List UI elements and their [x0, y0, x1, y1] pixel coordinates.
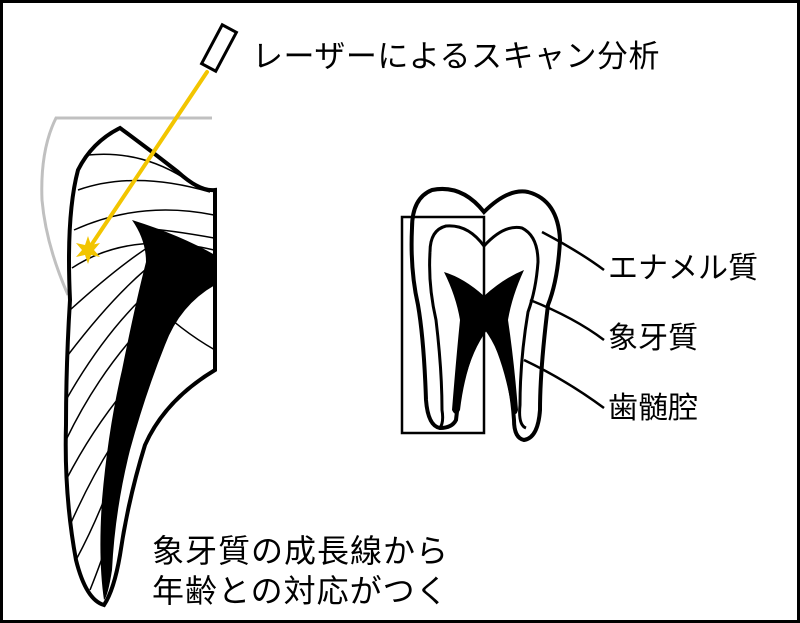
laser-spot-star-icon — [76, 236, 100, 264]
caption-line-2: 年齢との対応がつく — [152, 572, 449, 610]
laser-device — [199, 22, 239, 74]
half-tooth-section — [63, 22, 239, 608]
title-label: レーザーによるスキャン分析 — [252, 39, 660, 75]
leader-dentin — [529, 298, 605, 341]
molar-tooth — [400, 187, 563, 443]
leader-lines — [523, 230, 605, 410]
molar-pulp — [444, 270, 524, 414]
molar-section-box — [400, 215, 486, 435]
scan-region-outline — [40, 116, 212, 296]
leader-enamel — [541, 230, 605, 272]
pulp-label: 歯髄腔 — [608, 391, 698, 426]
caption-line-1: 象牙質の成長線から — [152, 532, 450, 570]
dentin-label: 象牙質 — [608, 321, 698, 356]
half-tooth-pulp — [100, 220, 215, 600]
laser-beam — [86, 70, 209, 252]
leader-pulp — [523, 358, 605, 410]
enamel-label: エナメル質 — [608, 251, 758, 286]
